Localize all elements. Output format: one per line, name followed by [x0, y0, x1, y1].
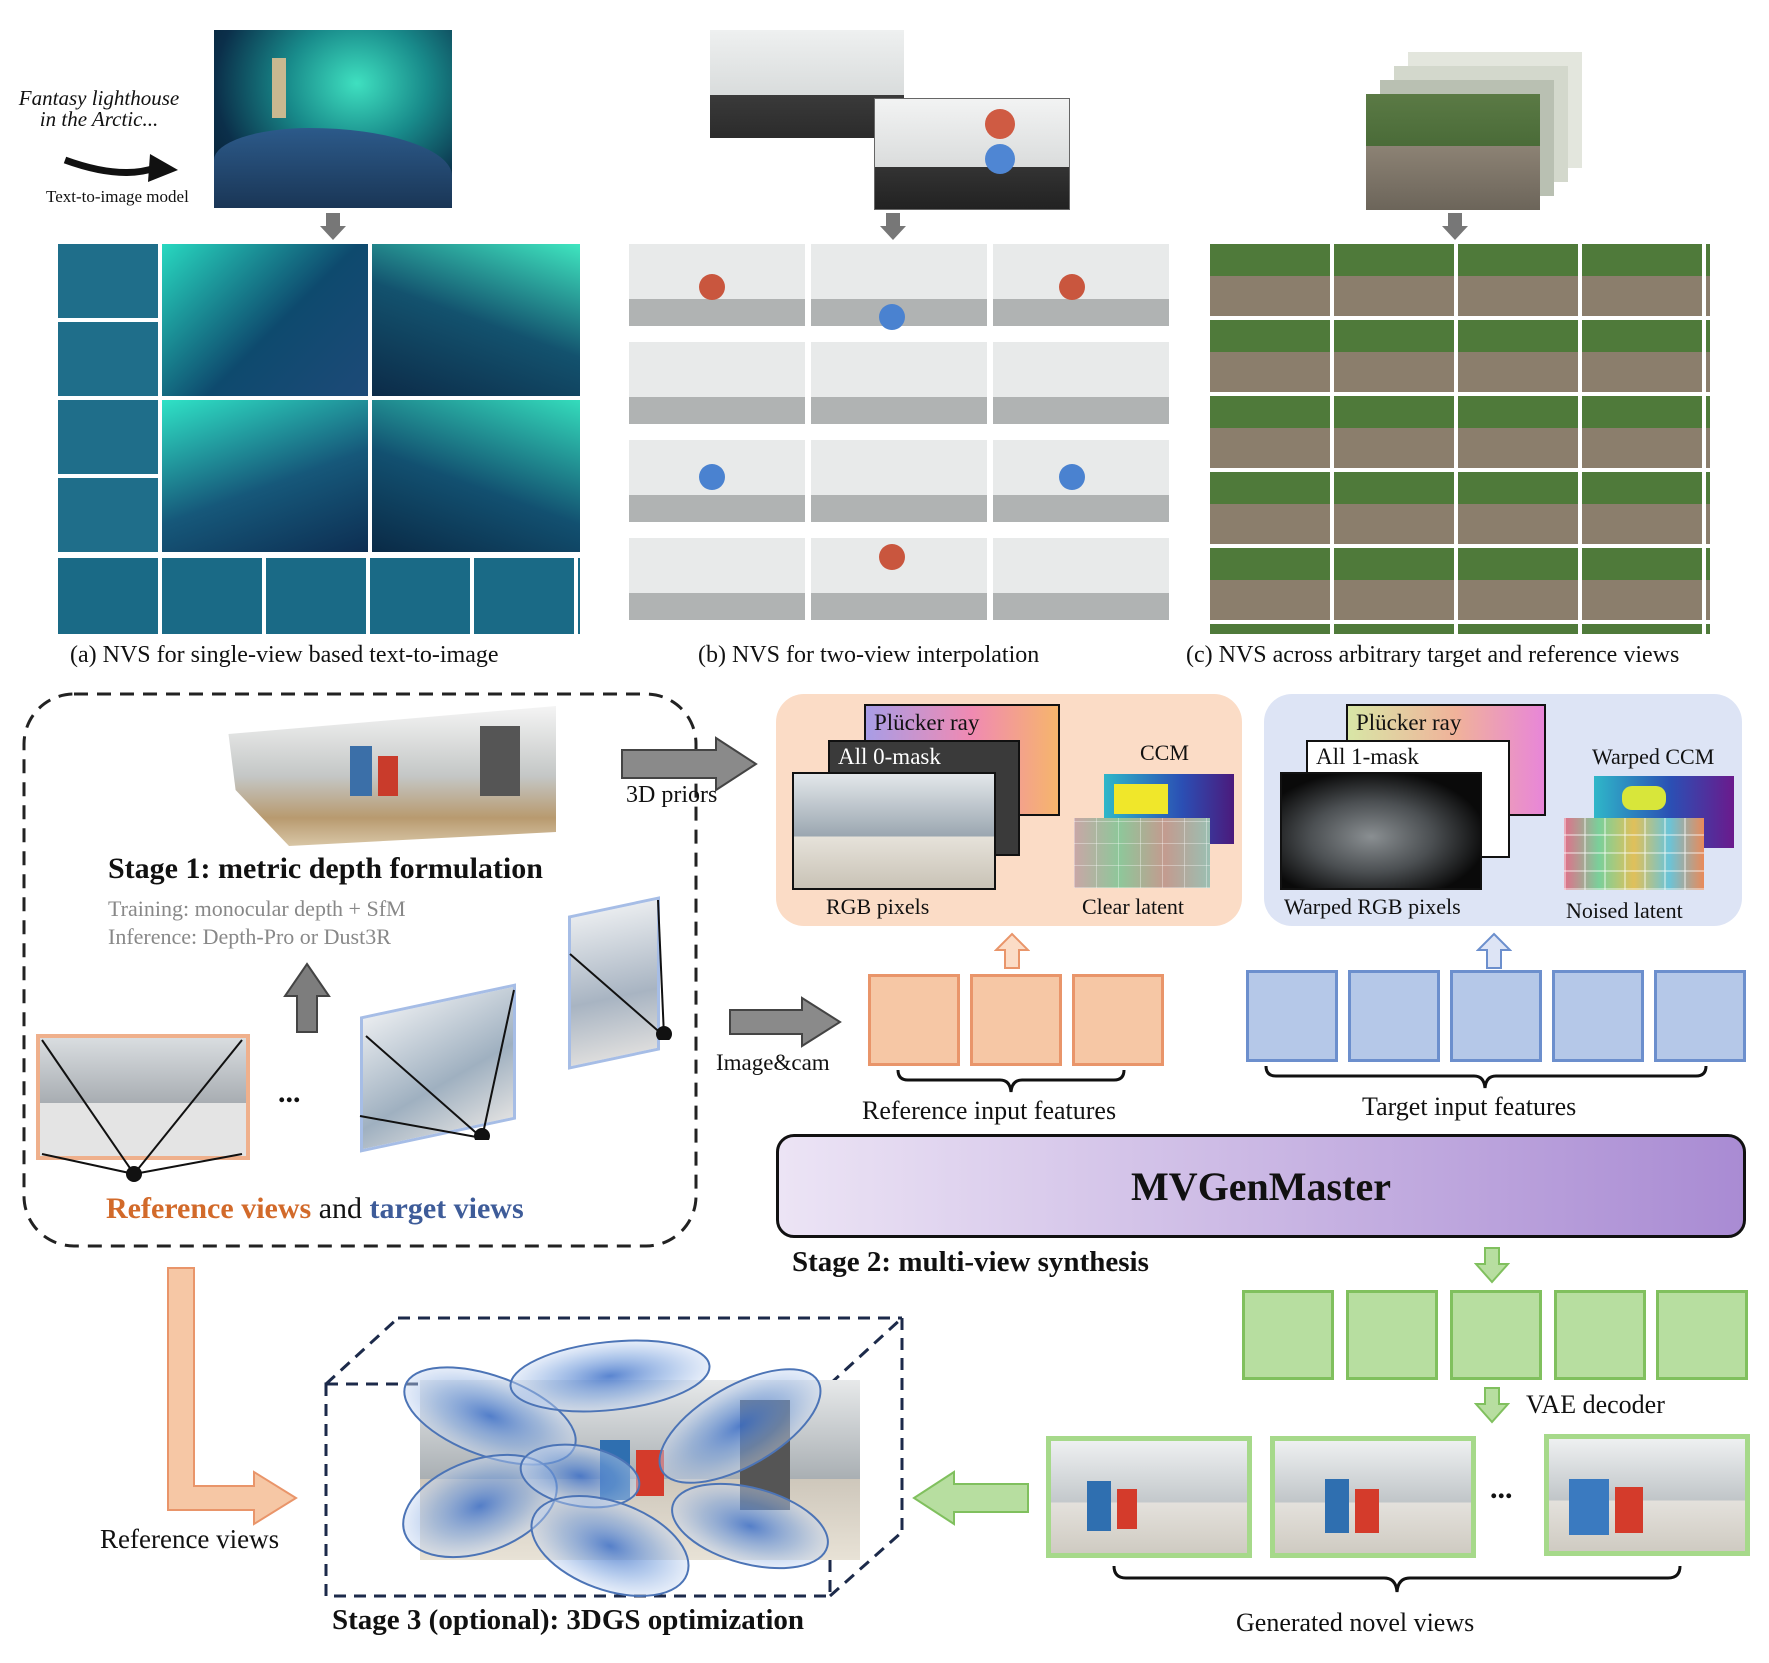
- generated-view-2: [1270, 1436, 1476, 1558]
- tgt-ccm-label: Warped CCM: [1592, 744, 1715, 769]
- mvgenmaster-label: MVGenMaster: [1131, 1164, 1391, 1209]
- generated-view-1: [1046, 1436, 1252, 1558]
- garden-grid: [1210, 244, 1710, 634]
- tgt-warped-rgb-image: [1280, 772, 1482, 890]
- reference-camera-frustum: [41, 1039, 243, 1182]
- vae-down-arrow-icon: [1474, 1387, 1510, 1424]
- orange-l-arrow-icon: [167, 1267, 298, 1526]
- imagecam-arrow-icon: [729, 996, 842, 1048]
- caption-a: (a) NVS for single-view based text-to-im…: [70, 642, 499, 668]
- ref-up-arrow-icon: [994, 932, 1030, 969]
- gym-image-1: [710, 30, 904, 138]
- gym-grid: [629, 244, 1171, 634]
- down-arrow-icon: [320, 213, 346, 240]
- generated-label: Generated novel views: [1236, 1608, 1475, 1637]
- ref-features-label: Reference input features: [862, 1096, 1117, 1125]
- ref-feature-block-2: [970, 974, 1062, 1066]
- caption-b: (b) NVS for two-view interpolation: [698, 642, 1040, 668]
- stage1-training: Training: monocular depth + SfM: [108, 896, 406, 921]
- green-left-arrow-icon: [912, 1470, 1029, 1526]
- tgt-feature-block-5: [1654, 970, 1746, 1062]
- generated-ellipsis: ...: [1490, 1472, 1513, 1505]
- ref-latent-label: Clear latent: [1082, 894, 1185, 919]
- ref-clear-latent: [1074, 818, 1210, 888]
- output-block-4: [1554, 1290, 1646, 1380]
- caption-c: (c) NVS across arbitrary target and refe…: [1186, 642, 1680, 668]
- curved-arrow-icon: [63, 154, 178, 182]
- priors-arrow-icon: [621, 736, 758, 792]
- ref-ccm-label: CCM: [1140, 740, 1189, 765]
- vae-decoder-label: VAE decoder: [1526, 1390, 1665, 1419]
- ref-rgb-image: [792, 772, 996, 890]
- up-arrow-icon: [283, 962, 331, 1033]
- tgt-up-arrow-icon: [1476, 932, 1512, 969]
- generated-view-3: [1544, 1434, 1750, 1556]
- tgt-feature-block-3: [1450, 970, 1542, 1062]
- tgt-features-brace: [1264, 1065, 1708, 1089]
- reference-view-image: [36, 1034, 250, 1160]
- stage1-dashed-box: [22, 692, 698, 1248]
- down-arrow-icon: [880, 213, 906, 240]
- garden-stack: [1366, 94, 1540, 210]
- target-camera-frustum-1: [359, 989, 515, 1140]
- mvgenmaster-block: MVGenMaster: [776, 1134, 1746, 1238]
- ref-feature-block-3: [1072, 974, 1164, 1066]
- gym-image-2: [874, 98, 1070, 210]
- stage1-title: Stage 1: metric depth formulation: [108, 852, 543, 885]
- down-arrow-icon: [1442, 213, 1468, 240]
- gaussian-ellipsoids: [402, 1339, 829, 1597]
- views-legend: Reference views and target views: [106, 1192, 524, 1225]
- tgt-feature-block-4: [1552, 970, 1644, 1062]
- tgt-rgb-label: Warped RGB pixels: [1284, 894, 1461, 919]
- ref-feature-block-1: [868, 974, 960, 1066]
- output-block-5: [1656, 1290, 1748, 1380]
- generated-brace: [1112, 1565, 1682, 1593]
- stage1-ellipsis: ...: [278, 1076, 301, 1109]
- green-down-arrow-icon: [1474, 1247, 1510, 1284]
- output-block-2: [1346, 1290, 1438, 1380]
- ref-rgb-label: RGB pixels: [826, 894, 930, 919]
- prompt-text: Fantasy lighthouse in the Arctic...: [18, 86, 180, 131]
- ref-features-brace: [896, 1069, 1126, 1093]
- stage3-ref-views: Reference views: [100, 1524, 280, 1554]
- tgt-feature-block-2: [1348, 970, 1440, 1062]
- tgt-latent-label: Noised latent: [1566, 898, 1683, 923]
- tgt-noised-latent: [1564, 818, 1704, 890]
- target-camera-frustum-2: [569, 899, 672, 1040]
- tgt-feature-block-1: [1246, 970, 1338, 1062]
- stage3-title: Stage 3 (optional): 3DGS optimization: [332, 1604, 805, 1636]
- tgt-features-label: Target input features: [1362, 1092, 1577, 1121]
- imagecam-label: Image&cam: [716, 1050, 830, 1075]
- stage2-title: Stage 2: multi-view synthesis: [792, 1246, 1149, 1278]
- lighthouse-source-image: [214, 30, 452, 208]
- priors-label: 3D priors: [626, 782, 718, 808]
- output-block-1: [1242, 1290, 1334, 1380]
- output-block-3: [1450, 1290, 1542, 1380]
- t2i-label: Text-to-image model: [46, 187, 189, 206]
- stage1-inference: Inference: Depth-Pro or Dust3R: [108, 924, 391, 949]
- lighthouse-grid: [58, 244, 580, 634]
